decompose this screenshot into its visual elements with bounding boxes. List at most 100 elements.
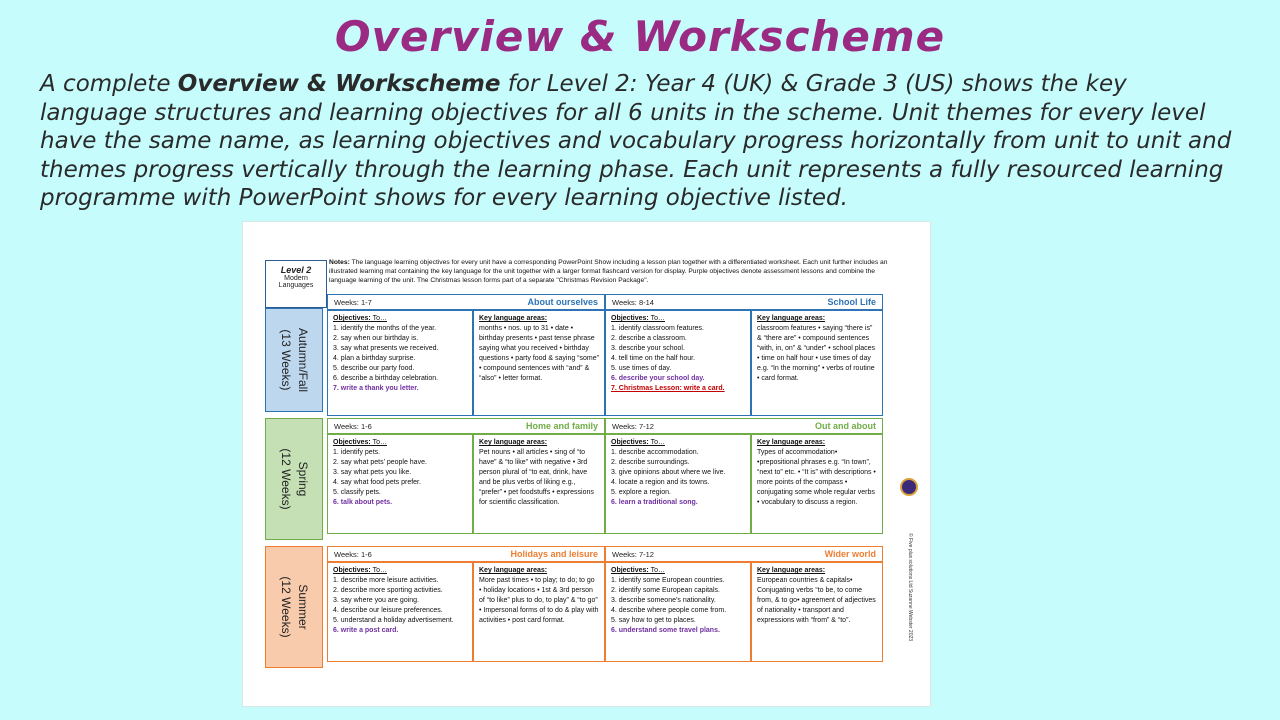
objective-item: 5. classify pets. <box>333 489 381 496</box>
objectives-label: Objectives: <box>611 567 649 574</box>
level-badge: Level 2 Modern Languages <box>265 260 327 308</box>
unit-objectives: Objectives: To…1. identify pets. 2. say w… <box>327 434 473 534</box>
term-label: Spring(12 Weeks) <box>277 448 311 509</box>
objective-item: 6. describe a birthday celebration. <box>333 375 439 382</box>
publisher-logo <box>900 478 918 496</box>
objective-item: 2. say what pets’ people have. <box>333 459 427 466</box>
notes-label: Notes: <box>329 259 350 266</box>
objective-item: 1. identify pets. <box>333 449 381 456</box>
term-weeks: (13 Weeks) <box>279 329 293 391</box>
unit-weeks: Weeks: 8-14 <box>612 298 654 307</box>
objectives-heading: Objectives: To… <box>611 438 745 448</box>
unit-header: Weeks: 1-7 About ourselves <box>327 294 605 310</box>
objective-item: 1. identify classroom features. <box>611 325 704 332</box>
term-label: Summer(12 Weeks) <box>277 576 311 637</box>
key-heading: Key language areas: <box>757 567 826 574</box>
term-summer: Summer(12 Weeks) <box>265 546 323 668</box>
objective-item: 2. describe more sporting activities. <box>333 587 443 594</box>
objective-item: 1. identify some European countries. <box>611 577 725 584</box>
objective-item: 1. identify the months of the year. <box>333 325 437 332</box>
unit-objectives: Objectives: To…1. identify the months of… <box>327 310 473 416</box>
unit-key-language: Key language areas: More past times • to … <box>473 562 605 662</box>
unit-key-language: Key language areas:months • nos. up to 3… <box>473 310 605 416</box>
unit-header: Weeks: 8-14 School Life <box>605 294 883 310</box>
notes: Notes: The language learning objectives … <box>329 258 904 285</box>
intro-bold: Overview & Workscheme <box>177 71 501 97</box>
objective-item: 4. describe our leisure preferences. <box>333 607 443 614</box>
objective-item: 4. tell time on the half hour. <box>611 355 696 362</box>
objectives-label: Objectives: <box>611 315 649 322</box>
term-weeks: (12 Weeks) <box>279 448 293 510</box>
objectives-heading: Objectives: To… <box>333 566 467 576</box>
key-heading: Key language areas: <box>479 439 548 446</box>
objective-item: 7. Christmas Lesson: write a card. <box>611 385 725 392</box>
term-name: Spring <box>296 461 310 497</box>
objective-item: 6. understand some travel plans. <box>611 627 720 634</box>
unit-theme: Home and family <box>525 421 598 431</box>
key-heading: Key language areas: <box>757 439 826 446</box>
badge-line2: Languages <box>278 282 314 289</box>
objectives-suffix: To… <box>648 567 665 574</box>
unit-theme: Out and about <box>815 421 876 431</box>
term-weeks: (12 Weeks) <box>279 576 293 638</box>
unit-objectives: Objectives: To…1. describe accommodation… <box>605 434 751 534</box>
copyright-side: © Five plus solutions Ltd Suzanne Webste… <box>904 512 916 662</box>
objectives-label: Objectives: <box>333 315 371 322</box>
objectives-heading: Objectives: To… <box>333 438 467 448</box>
objective-item: 5. use times of day. <box>611 365 672 372</box>
objective-item: 3. say what pets you like. <box>333 469 412 476</box>
unit-objectives: Objectives: To…1. identify classroom fea… <box>605 310 751 416</box>
level-label: Level 2 <box>280 265 312 275</box>
objective-item: 3. describe your school. <box>611 345 685 352</box>
intro-paragraph: A complete Overview & Workscheme for Lev… <box>40 70 1240 213</box>
objective-item: 5. say how to get to places. <box>611 617 696 624</box>
intro-pre: A complete <box>40 71 178 97</box>
objectives-heading: Objectives: To… <box>333 314 467 324</box>
objective-item: 3. give opinions about where we live. <box>611 469 726 476</box>
objective-item: 4. say what food pets prefer. <box>333 479 421 486</box>
unit-weeks: Weeks: 1-6 <box>334 550 372 559</box>
notes-text: The language learning objectives for eve… <box>329 259 888 284</box>
objectives-suffix: To… <box>370 439 387 446</box>
objective-item: 5. explore a region. <box>611 489 671 496</box>
objective-item: 3. describe someone’s nationality. <box>611 597 716 604</box>
unit-objectives: Objectives: To…1. describe more leisure … <box>327 562 473 662</box>
objective-item: 2. say when our birthday is. <box>333 335 419 342</box>
objective-item: 4. locate a region and its towns. <box>611 479 710 486</box>
unit-key-language: Key language areas: classroom features • … <box>751 310 883 416</box>
unit-weeks: Weeks: 7-12 <box>612 422 654 431</box>
objectives-suffix: To… <box>648 439 665 446</box>
unit-objectives: Objectives: To… 1. identify some European… <box>605 562 751 662</box>
key-heading: Key language areas: <box>757 315 826 322</box>
objective-item: 4. describe where people come from. <box>611 607 727 614</box>
unit-key-language: Key language areas:Types of accommodatio… <box>751 434 883 534</box>
unit-weeks: Weeks: 1-7 <box>334 298 372 307</box>
key-heading: Key language areas: <box>479 315 548 322</box>
unit-theme: School Life <box>827 297 876 307</box>
copyright-text: © Five plus solutions Ltd Suzanne Webste… <box>907 532 913 642</box>
term-autumn: Autumn/Fall(13 Weeks) <box>265 308 323 412</box>
objective-item: 1. describe more leisure activities. <box>333 577 439 584</box>
objective-item: 5. understand a holiday advertisement. <box>333 617 454 624</box>
objectives-suffix: To… <box>370 567 387 574</box>
unit-weeks: Weeks: 7-12 <box>612 550 654 559</box>
term-name: Autumn/Fall <box>296 327 310 393</box>
page-title: Overview & Workscheme <box>334 12 946 61</box>
objective-item: 6. describe your school day. <box>611 375 705 382</box>
objectives-label: Objectives: <box>611 439 649 446</box>
objective-item: 1. describe accommodation. <box>611 449 699 456</box>
objective-item: 4. plan a birthday surprise. <box>333 355 416 362</box>
unit-theme: About ourselves <box>527 297 598 307</box>
key-text: classroom features • saying “there is” &… <box>757 325 876 382</box>
objectives-label: Objectives: <box>333 567 371 574</box>
objectives-suffix: To… <box>370 315 387 322</box>
key-heading: Key language areas: <box>479 567 548 574</box>
objective-item: 5. describe our party food. <box>333 365 415 372</box>
objective-item: 6. talk about pets. <box>333 499 393 506</box>
objectives-heading: Objectives: To… <box>611 314 745 324</box>
key-text: Pet nouns • all articles • sing of “to h… <box>479 449 594 506</box>
key-text: More past times • to play; to do; to go … <box>479 577 599 624</box>
unit-header: Weeks: 7-12 Wider world <box>605 546 883 562</box>
unit-theme: Wider world <box>824 549 876 559</box>
